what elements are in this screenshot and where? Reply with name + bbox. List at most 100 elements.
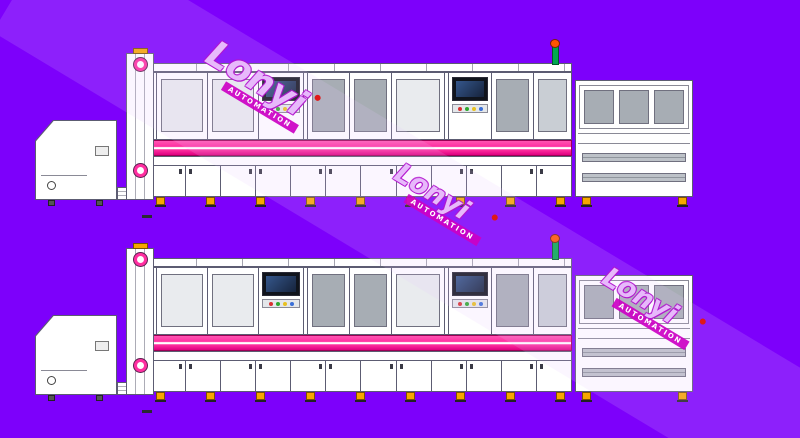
tower-cap bbox=[133, 48, 148, 54]
leveling-foot bbox=[455, 197, 466, 207]
bench-worktop-line bbox=[578, 338, 690, 339]
hmi-button bbox=[289, 106, 294, 111]
leveling-foot bbox=[305, 197, 316, 207]
hmi-button bbox=[478, 301, 483, 306]
bench-window bbox=[654, 90, 684, 124]
door-handle bbox=[179, 364, 183, 369]
panel-glass bbox=[491, 267, 534, 335]
lower-cabinet-row bbox=[150, 360, 572, 392]
hmi-button bbox=[275, 301, 280, 306]
cabinet-door bbox=[150, 360, 187, 392]
leveling-foot bbox=[205, 197, 216, 207]
cabinet-door bbox=[255, 165, 292, 197]
cabinet-door bbox=[185, 360, 222, 392]
panel-hmi bbox=[258, 72, 304, 140]
panel-door bbox=[156, 267, 208, 335]
panel-door bbox=[391, 72, 445, 140]
signal-light-tip bbox=[550, 39, 560, 48]
door-handle bbox=[399, 169, 403, 174]
door-handle bbox=[469, 169, 473, 174]
panel-window bbox=[396, 274, 440, 327]
cabinet-door bbox=[430, 360, 467, 392]
door-handle bbox=[539, 169, 543, 174]
door-handle bbox=[189, 169, 193, 174]
pulley-wheel bbox=[134, 359, 147, 372]
hmi-button bbox=[471, 301, 476, 306]
leveling-foot bbox=[255, 392, 266, 402]
upper-cabinet-row bbox=[150, 267, 572, 335]
cabinet-door bbox=[535, 165, 572, 197]
cabinet-door bbox=[220, 165, 257, 197]
cabinet-door bbox=[325, 165, 362, 197]
door-handle bbox=[319, 169, 323, 174]
leveling-foot bbox=[355, 197, 366, 207]
assembly-line bbox=[30, 39, 700, 230]
panel-glass bbox=[491, 72, 534, 140]
door-handle bbox=[249, 169, 253, 174]
bench-foot bbox=[581, 392, 592, 402]
panel-glass bbox=[349, 267, 392, 335]
hmi-screen-glow bbox=[456, 276, 484, 292]
door-handle bbox=[179, 169, 183, 174]
door-handle bbox=[319, 364, 323, 369]
cable-tray-rail bbox=[150, 63, 572, 72]
hmi-button bbox=[282, 301, 287, 306]
signal-light-pole bbox=[552, 45, 559, 65]
leveling-foot bbox=[455, 392, 466, 402]
cabinet-door bbox=[185, 165, 222, 197]
glass-window bbox=[354, 274, 387, 327]
door-handle bbox=[329, 169, 333, 174]
glass-window bbox=[538, 79, 567, 132]
feeder-box bbox=[95, 341, 109, 351]
pink-conveyor-band bbox=[150, 335, 572, 351]
leveling-foot bbox=[355, 392, 366, 402]
cabinet-door bbox=[430, 165, 467, 197]
cabinet-door bbox=[465, 165, 502, 197]
hmi-screen-glow bbox=[266, 276, 296, 292]
door-handle bbox=[529, 169, 533, 174]
bench-foot bbox=[581, 197, 592, 207]
door-handle bbox=[329, 364, 333, 369]
bench-window bbox=[584, 90, 614, 124]
panel-door bbox=[207, 72, 259, 140]
hmi-button bbox=[289, 301, 294, 306]
assembly-line bbox=[30, 234, 700, 425]
panel-glass bbox=[307, 267, 350, 335]
hmi-button-row bbox=[262, 104, 300, 113]
leveling-foot bbox=[205, 392, 216, 402]
leveling-foot bbox=[555, 392, 566, 402]
hmi-button bbox=[275, 106, 280, 111]
bench-window bbox=[619, 285, 649, 319]
workbench-unit bbox=[575, 275, 693, 392]
door-handle bbox=[459, 364, 463, 369]
feeder-shelf-line bbox=[41, 175, 87, 176]
glass-window bbox=[354, 79, 387, 132]
bench-cabinet bbox=[579, 280, 689, 324]
bench-worktop-line bbox=[578, 143, 690, 144]
dimension-dash bbox=[142, 410, 152, 413]
upper-cabinet-row bbox=[150, 72, 572, 140]
pulley-wheel bbox=[134, 164, 147, 177]
bench-drawer bbox=[582, 153, 686, 162]
bench-worktop-line bbox=[578, 328, 690, 329]
lower-cabinet-row bbox=[150, 165, 572, 197]
panel-hmi bbox=[258, 267, 304, 335]
dimension-dash bbox=[142, 215, 152, 218]
hmi-button bbox=[464, 301, 469, 306]
cabinet-door bbox=[290, 360, 327, 392]
cabinet-door bbox=[395, 165, 432, 197]
panel-glass-lite bbox=[533, 267, 572, 335]
bench-cabinet bbox=[579, 85, 689, 129]
pink-conveyor-band bbox=[150, 140, 572, 156]
leveling-foot bbox=[505, 197, 516, 207]
door-handle bbox=[249, 364, 253, 369]
bench-window bbox=[654, 285, 684, 319]
door-handle bbox=[529, 364, 533, 369]
feeder-foot bbox=[48, 395, 55, 401]
elevator-tower bbox=[126, 48, 154, 200]
hmi-button-row bbox=[262, 299, 300, 308]
hmi-button bbox=[282, 106, 287, 111]
feeder-shelf-line bbox=[41, 370, 87, 371]
cabinet-door bbox=[395, 360, 432, 392]
elevator-tower bbox=[126, 243, 154, 395]
